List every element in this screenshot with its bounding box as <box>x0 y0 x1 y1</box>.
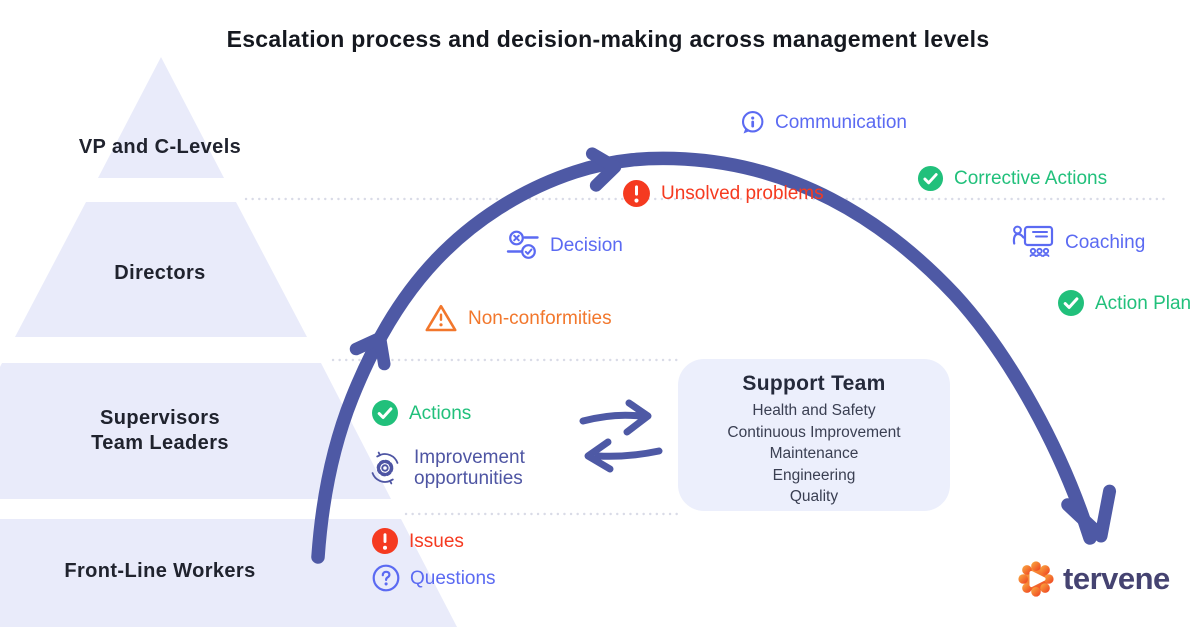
flow-label-line1: Improvement <box>414 447 525 468</box>
check-circle-icon <box>372 400 398 426</box>
arrow-from-support-head <box>584 438 614 473</box>
play-icon <box>1029 571 1046 587</box>
level-separators <box>244 197 1166 516</box>
escalation-arc <box>311 147 1117 564</box>
flow-label: Coaching <box>1065 231 1146 253</box>
pyramid-label-supervisors-line2: Team Leaders <box>91 432 229 454</box>
arrow-to-support <box>579 411 644 425</box>
flow-label: Action Plan <box>1095 292 1192 314</box>
page-title: Escalation process and decision-making a… <box>226 26 990 52</box>
flow-label: Non-conformities <box>468 307 612 329</box>
flow-item-questions: Questions <box>372 564 496 592</box>
question-circle-icon <box>372 564 400 592</box>
pyramid-label-frontline: Front-Line Workers <box>64 560 256 582</box>
pyramid-shape <box>0 57 457 627</box>
arrow-to-support-head <box>623 399 652 436</box>
flow-label: Issues <box>409 530 464 552</box>
flow-item-coaching: Coaching <box>1010 224 1145 260</box>
tervene-wordmark: tervene <box>1063 561 1170 596</box>
warning-triangle-icon <box>425 304 457 332</box>
flow-label: Corrective Actions <box>954 168 1108 189</box>
pyramid-band-vp <box>98 57 224 178</box>
arc-arrowhead-end <box>1061 484 1117 543</box>
pyramid-band-frontline <box>0 519 457 627</box>
support-team-member: Health and Safety <box>752 402 876 419</box>
pyramid-band-directors <box>15 202 307 337</box>
flow-label-line2: opportunities <box>414 468 523 489</box>
coaching-icon <box>1012 225 1054 257</box>
exchange-arrows <box>579 399 663 473</box>
tervene-logo-icon <box>1018 561 1054 597</box>
exclamation-circle-icon <box>623 180 650 207</box>
decision-icon <box>506 230 539 259</box>
flow-item-decision: Decision <box>506 230 623 260</box>
flow-label: Improvement opportunities <box>414 447 525 489</box>
support-team-member: Quality <box>789 488 839 505</box>
flow-item-non-conformities: Non-conformities <box>424 303 612 333</box>
exclamation-circle-icon <box>372 528 398 554</box>
pyramid-label-vp: VP and C-Levels <box>78 136 242 158</box>
flow-item-action-plan: Action Plan <box>1057 289 1191 317</box>
info-bubble-icon <box>741 111 764 134</box>
support-team-member: Maintenance <box>769 445 859 462</box>
support-team-member: Engineering <box>772 466 856 484</box>
support-team-member: Continuous Improvement <box>727 423 901 441</box>
pyramid-label-directors: Directors <box>114 262 206 284</box>
flow-item-actions: Actions <box>371 399 471 427</box>
arrow-from-support <box>594 447 663 460</box>
check-circle-icon <box>917 165 944 192</box>
pyramid-label-supervisors: Supervisors Team Leaders <box>10 406 310 456</box>
tervene-logo: tervene <box>1014 556 1190 606</box>
continuous-improvement-gear-icon <box>371 451 399 485</box>
support-team-list: Health and Safety Continuous Improvement… <box>678 400 950 508</box>
pyramid-label-supervisors-line1: Supervisors <box>99 407 220 429</box>
flow-label: Communication <box>775 112 907 133</box>
flow-item-unsolved-problems: Unsolved problems <box>622 179 824 208</box>
flow-label: Decision <box>550 234 623 256</box>
support-team-title: Support Team <box>742 372 886 395</box>
flow-item-issues: Issues <box>371 527 464 555</box>
pyramid-band-supervisors <box>0 363 391 499</box>
arc-arrowhead-top <box>585 147 622 192</box>
flow-item-corrective-actions: Corrective Actions <box>917 165 1107 192</box>
arc-arrowhead-supervisors <box>349 331 391 371</box>
flow-item-communication: Communication <box>740 110 907 135</box>
flow-label: Actions <box>409 402 472 424</box>
flow-label: Unsolved problems <box>661 183 824 204</box>
flow-label: Questions <box>410 567 496 589</box>
flow-item-improvement-opportunities: Improvement opportunities <box>366 447 525 489</box>
support-team-card: Support Team Health and Safety Continuou… <box>678 359 950 511</box>
check-circle-icon <box>1058 290 1084 316</box>
